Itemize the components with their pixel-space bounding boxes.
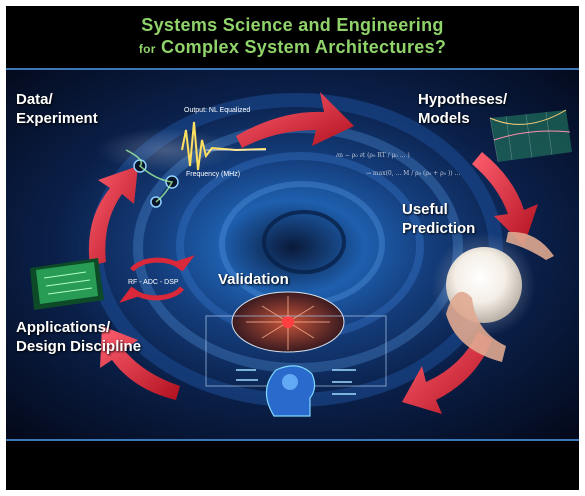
bottom-divider — [6, 439, 579, 441]
stage-data-line1: Data/ — [16, 91, 53, 108]
stage-hypotheses-line2: Models — [418, 110, 470, 127]
footer-band — [6, 441, 579, 490]
stage-validation: Validation — [218, 271, 289, 288]
stage-data-line2: Experiment — [16, 110, 98, 127]
head-scan — [236, 365, 356, 417]
title-rest: Complex System Architectures? — [161, 37, 447, 57]
waveform-title: Output: NL Equalized — [184, 107, 251, 114]
stage-useful-prediction: Useful Prediction — [402, 200, 475, 238]
stage-prediction-line2: Prediction — [402, 220, 476, 237]
arrow-left-upper — [88, 166, 138, 266]
model-formula-2: → max(0, ... M / ρ₀ (ρ₀ + ρ₀ )) ... — [366, 170, 461, 177]
stage-data-experiment: Data/ Experiment — [16, 90, 98, 128]
arrow-right-upper — [472, 152, 538, 246]
stage-hypotheses-models: Hypotheses/ Models — [418, 90, 507, 128]
waveform-plot — [96, 121, 267, 208]
stage-applications-line1: Applications/ — [16, 319, 111, 336]
stage-hypotheses-line1: Hypotheses/ — [418, 91, 508, 108]
title-banner: Systems Science and Engineering for Comp… — [6, 6, 579, 68]
figure-frame: Systems Science and Engineering for Comp… — [6, 6, 579, 490]
stage-applications: Applications/ Design Discipline — [16, 318, 141, 356]
model-formula-1: ∂n − ρ₀ ∂t (ρ₀ RT / μ₀ ... ) — [336, 152, 410, 159]
title-for-word: for — [138, 42, 156, 56]
arrow-top — [236, 92, 354, 148]
top-divider — [6, 68, 579, 70]
cycle-arrows — [88, 92, 538, 414]
title-line-2: for Complex System Architectures? — [6, 37, 579, 58]
cycle-artwork — [6, 70, 579, 439]
stage-applications-line2: Design Discipline — [16, 338, 142, 355]
waveform-xlabel: Frequency (MHz) — [186, 171, 241, 178]
arrow-right-lower — [402, 332, 492, 414]
arrow-bottom-left — [100, 326, 180, 400]
prediction-orb — [432, 231, 554, 362]
adc-cycle-label: RF - ADC - DSP — [128, 279, 179, 286]
surface-plot — [489, 109, 572, 163]
stage-prediction-line1: Useful — [402, 201, 448, 218]
circuit-board — [30, 258, 104, 310]
adc-cycle-arrows — [119, 255, 195, 303]
title-line-1: Systems Science and Engineering — [141, 15, 444, 35]
